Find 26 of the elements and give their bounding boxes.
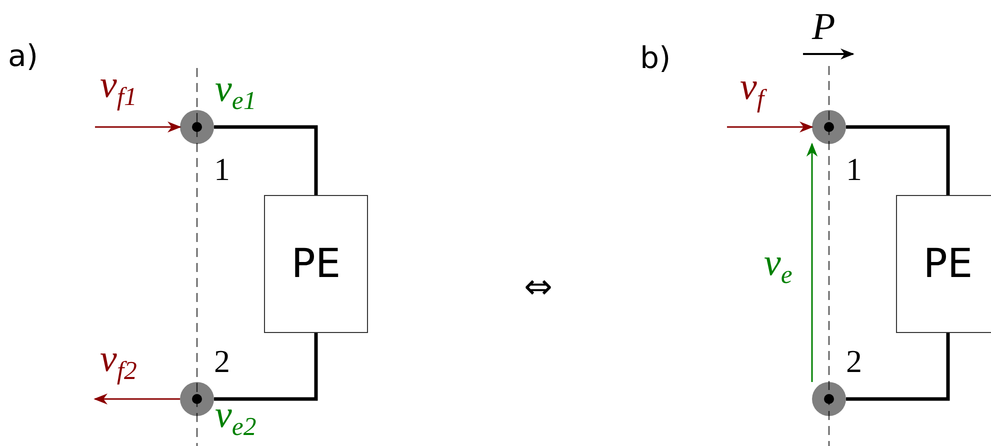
arrow xyxy=(727,121,814,133)
variable-label: v$_{e2}$ xyxy=(215,396,256,440)
terminal-circle xyxy=(180,110,214,144)
arrow xyxy=(94,393,180,405)
box-label: PE xyxy=(291,244,341,284)
connection-wire xyxy=(214,125,318,195)
terminal-number: 1 xyxy=(846,153,862,185)
terminal-circle xyxy=(812,110,846,144)
process-box xyxy=(896,195,991,333)
box-label: PE xyxy=(923,244,973,284)
terminal-number: 2 xyxy=(846,345,862,377)
terminal-number: 1 xyxy=(214,153,230,185)
power-label: P xyxy=(812,8,836,46)
panel-label: a) xyxy=(8,42,38,72)
terminal-circle xyxy=(812,382,846,416)
arrow xyxy=(806,142,818,382)
arrow xyxy=(95,121,182,133)
process-box xyxy=(264,195,368,333)
panel-label: b) xyxy=(640,44,671,74)
terminal-number: 2 xyxy=(214,345,230,377)
connection-wire xyxy=(846,125,950,195)
terminal-circle xyxy=(180,382,214,416)
variable-label: v$_{e1}$ xyxy=(215,70,256,114)
connection-wire xyxy=(846,333,950,401)
equivalence-symbol: ⇔ xyxy=(524,270,552,304)
connection-wire xyxy=(214,333,318,401)
